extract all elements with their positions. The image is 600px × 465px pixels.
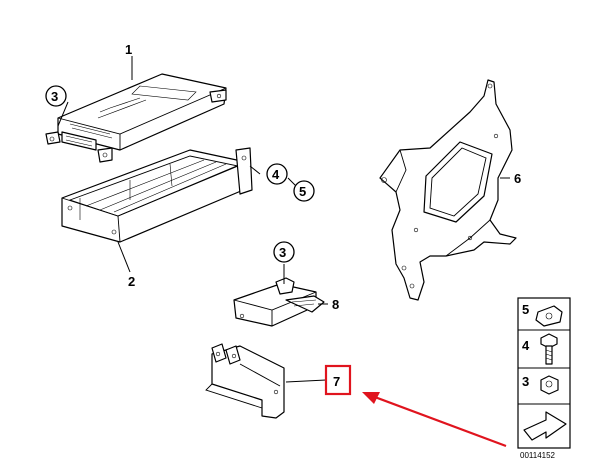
callout-5-circle [293,180,315,202]
hex-nut-icon [540,375,559,395]
hex-bolt-icon [540,333,558,365]
callout-6: 6 [514,171,521,186]
callout-8: 8 [332,297,339,312]
callout-5: 5 [299,184,306,199]
callout-7: 7 [333,374,340,389]
fastener-legend: 5 4 3 [517,297,571,449]
legend-label-4: 4 [522,338,530,353]
callout-7-highlight-box [324,364,352,396]
callout-3-lower-circle [273,241,295,263]
callout-4-circle [266,163,288,185]
bracket-tray-part-2 [61,147,253,243]
leader-lines [57,56,510,383]
small-module-part-8 [233,277,325,327]
diagram-reference-number: 00114152 [520,451,556,460]
red-arrow-icon [362,392,507,448]
small-bracket-part-7 [205,343,285,419]
callout-4: 4 [272,167,280,182]
callout-3-upper: 3 [51,89,58,104]
legend-label-3: 3 [522,374,529,389]
large-bracket-part-6 [379,79,517,301]
bracket-symbol-icon [523,411,567,441]
callout-1: 1 [125,42,132,57]
control-module-part-1 [45,73,227,163]
clip-nut-icon [535,305,563,327]
callout-3-circle [45,85,67,107]
legend-label-5: 5 [522,302,529,317]
callout-2: 2 [128,274,135,289]
callout-3-lower: 3 [279,245,286,260]
